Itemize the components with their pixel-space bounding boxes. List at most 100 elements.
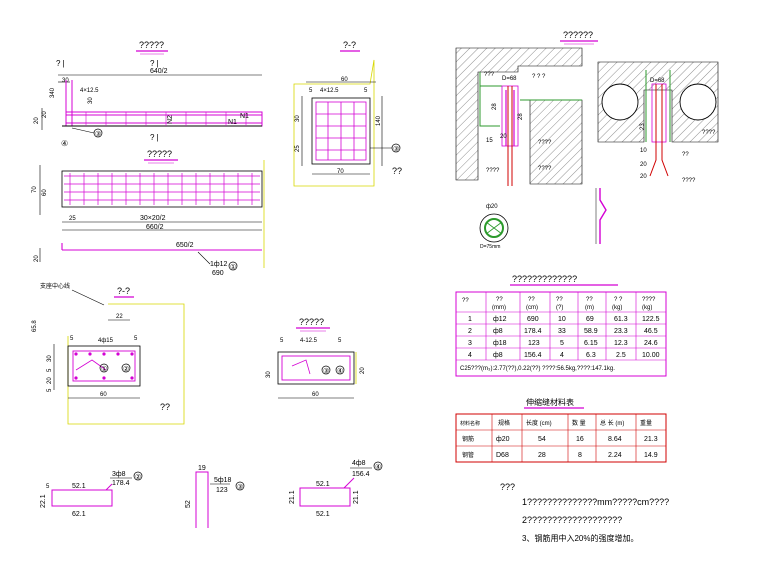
bar3-d2: 52 [185,500,192,508]
bar4-d2: 21.1 [289,490,296,504]
joint-detail: ?????? ??? D=68 ? ? ? 28 28 20 15 ???? ?… [455,30,719,250]
table-cell: 61.3 [614,316,628,323]
dim-4x12: 4×12.5 [80,88,99,94]
dim-5b: 5 [47,388,53,392]
table-cell: 2.24 [608,452,622,459]
th-4b: (?) [556,305,563,311]
dim-20: 20 [360,367,366,374]
bar3-count: 5ф18 [214,477,232,484]
dim-left-c: 20 [42,111,48,118]
table-cell: ф8 [493,352,503,359]
bar-1-label: 1ф12 [210,261,228,268]
th-7b: (kg) [642,305,652,311]
elevation-view: ????? ? | ? | 640/2 30 340 30 4×12.5 N2 … [34,40,263,148]
table-cell: D68 [496,452,509,459]
joint-r-label-4: 20 [640,174,647,180]
table-cell: 69 [586,316,594,323]
section-bb-stirrup [72,350,136,382]
plan-title: ????? [147,149,172,159]
note-line-3: 3、钢筋用中入20%的强度增加。 [522,533,638,543]
bar3-d1: 19 [198,465,206,472]
table-cell: ф12 [493,316,507,323]
th-7a: ???? [642,297,656,303]
dim-70: 70 [337,169,344,175]
dim-5a: 5 [309,88,313,94]
dim-340: 340 [50,87,56,98]
joint-material-table: 伸缩缝材料表 材料名称 规格 长度 (cm) 数 量 总 长 (m) 重量 钢筋… [455,397,667,463]
table-cell: 690 [527,316,539,323]
table-cell: 16 [576,436,584,443]
bar4-count: 4ф8 [352,460,366,467]
table-cell: 58.9 [584,328,598,335]
joint-label-7: ???? [538,140,552,146]
plan-rebar-grid [64,173,260,205]
leader-text: 支座中心线 [40,282,70,290]
callout-3: ③ [393,145,399,153]
th-4a: ?? [556,297,563,303]
joint-left-concrete [455,47,583,181]
section-aa-title: ?-? [343,40,356,50]
section-cc-outline [277,351,355,385]
th-3b: (cm) [526,305,538,311]
bar2-tag: ② [135,473,141,481]
notes-title: ??? [500,482,515,492]
section-aa-note: ?? [392,166,402,176]
dim-5b: 5 [134,336,138,342]
joint-r-label-5: ?? [682,152,689,158]
bar-shape-3: 19 52 5ф18 123 ③ [185,465,245,528]
section-bb: 支座中心线 ?-? 22 65.8 5 5 4ф15 ① ② 30 5 20 5… [32,282,185,425]
dim-60: 60 [100,392,107,398]
joint-label-2: ? ? ? [532,74,546,80]
table-cell: 2 [468,328,472,335]
dim-left-b: 20 [34,117,40,124]
table-cell: 8 [578,452,582,459]
t2-th-5: 重量 [640,419,652,427]
dim-4x125: 4-12.5 [300,338,318,344]
bar3-length: 123 [216,487,228,494]
table-cell: 122.5 [642,316,660,323]
section-bb-outline [67,345,141,387]
section-bb-yellow-outline [67,303,185,425]
table-cell: 1 [468,316,472,323]
bar2-d1: 52.1 [72,483,86,490]
table-cell: 4 [468,352,472,359]
dim-left-d: 30 [88,97,94,104]
bar4-d1: 52.1 [316,481,330,488]
bar4-tag: ④ [375,463,381,471]
label-n1-b: N1 [240,113,249,120]
dim-5b: 5 [338,338,342,344]
bar4-d4: 52.1 [316,511,330,518]
joint-r-label-0: D=68 [650,78,665,84]
table1-footer: C25???(m₃):2.77(??),0.22(??) ????:56.5kg… [460,366,615,372]
table-cell: 14.9 [644,452,658,459]
table-cell: 2.5 [616,352,626,359]
table-cell: 12.3 [614,340,628,347]
joint-label-6: 15 [486,138,493,144]
table-cell: 6.15 [584,340,598,347]
joint-title: ?????? [563,30,593,40]
plan-outline [61,170,263,208]
callout-4: ④ [61,139,68,148]
dim-5b: 5 [364,88,368,94]
table-cell: 10 [558,316,566,323]
joint-label-8: ???? [486,168,500,174]
table-cell: 10.00 [642,352,660,359]
dim-total: 640/2 [150,68,168,75]
label-n2: N2 [167,115,174,124]
ring-bar [484,218,504,238]
th-2a: ?? [496,297,503,303]
dim-658: 65.8 [32,320,38,332]
table-cell: 钢筋 [462,435,474,443]
table-cell: 156.4 [524,352,542,359]
bar3-tag: ③ [237,483,243,491]
dim-30: 30 [295,115,301,122]
notes: ??? 1??????????????mm?????cm???? 2??????… [500,482,669,543]
elevation-title: ????? [139,40,164,50]
callout-2: ② [123,365,129,373]
bar2-d3: 62.1 [72,511,86,518]
section-bb-bars [74,352,134,380]
t2-th-4: 总 长 (m) [600,419,624,427]
table-cell: 8.64 [608,436,622,443]
th-6a: ? ? [614,297,623,303]
table-cell: 28 [538,452,546,459]
